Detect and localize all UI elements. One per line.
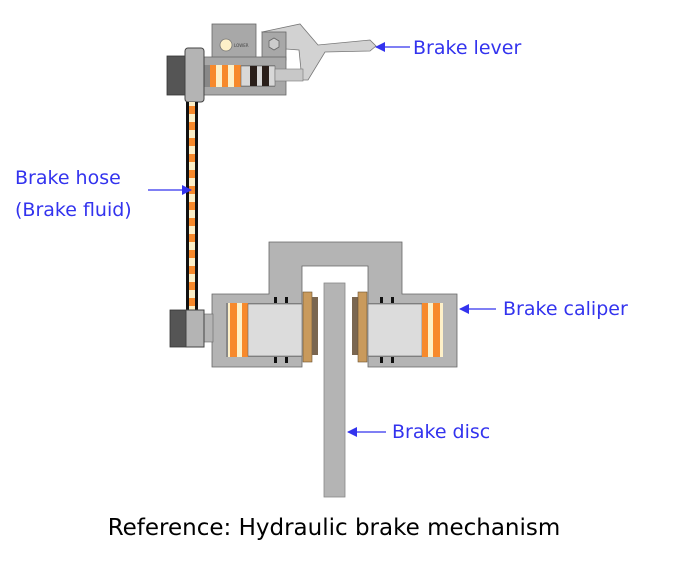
push-rod	[274, 68, 304, 82]
fluid-segment	[189, 138, 195, 146]
banjo-ring-top	[184, 47, 205, 103]
piston-seal	[250, 66, 257, 86]
caliper	[169, 241, 458, 368]
reservoir	[211, 23, 257, 59]
fluid-segment	[189, 282, 195, 290]
fluid-segment	[189, 234, 195, 242]
right-pad-friction	[352, 297, 358, 355]
hose-fitting-top	[166, 55, 187, 96]
right-piston	[367, 303, 423, 357]
fluid-segment	[189, 298, 195, 306]
fluid-in-cylinder	[210, 65, 241, 87]
left-pad-backing	[302, 291, 313, 363]
brake-hose	[186, 102, 198, 312]
fluid-segment	[189, 218, 195, 226]
hose-fitting-bottom	[169, 309, 187, 348]
fluid-segment	[189, 202, 195, 210]
master-cylinder: LOWER	[166, 23, 377, 103]
left-pad-friction	[312, 297, 318, 355]
label-brake-lever: Brake lever	[413, 37, 522, 59]
fluid-segment	[189, 154, 195, 162]
fluid-segment	[189, 106, 195, 114]
fluid-segment	[189, 186, 195, 194]
caliper-seals	[274, 297, 394, 363]
disc	[323, 282, 346, 498]
right-pad-backing	[357, 291, 368, 363]
piston-seal	[262, 66, 269, 86]
banjo-ring-bottom	[185, 309, 205, 348]
caption: Reference: Hydraulic brake mechanism	[107, 515, 561, 541]
sight-glass	[219, 38, 233, 52]
fluid-segment	[189, 122, 195, 130]
fluid-segment	[189, 170, 195, 178]
label-brake-disc: Brake disc	[392, 421, 491, 443]
label-brake-hose: Brake hose	[15, 167, 121, 189]
left-piston	[247, 303, 303, 357]
lever	[261, 23, 377, 81]
label-brake-caliper: Brake caliper	[503, 298, 628, 320]
label-brake-fluid: (Brake fluid)	[15, 199, 132, 221]
reservoir-mark: LOWER	[234, 43, 249, 48]
fluid-segment	[189, 266, 195, 274]
pivot-bolt	[268, 37, 280, 51]
master-piston	[240, 65, 276, 87]
fluid-segment	[189, 250, 195, 258]
